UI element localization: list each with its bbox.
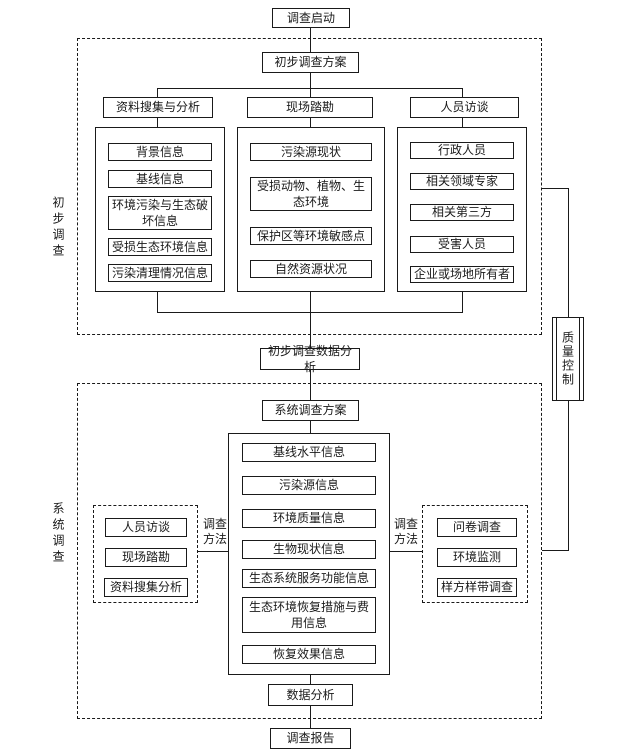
connector [542, 550, 569, 551]
item-restoration-effect-info: 恢复效果信息 [242, 645, 376, 664]
item-biology-status-info: 生物现状信息 [242, 540, 376, 559]
qc-side-line [579, 318, 580, 400]
connector [310, 675, 311, 684]
connector [310, 421, 311, 433]
item-damaged-eco-env-info: 受损生态环境信息 [108, 238, 212, 256]
item-pollution-source-status: 污染源现状 [250, 143, 372, 161]
method-data-collection-analysis: 资料搜集分析 [104, 578, 188, 597]
node-quality-control: 质量控制 [552, 317, 584, 401]
branch-header-interviews: 人员访谈 [410, 97, 519, 118]
connector [542, 188, 568, 189]
connector [310, 292, 311, 348]
right-method-label: 调查方法 [393, 517, 418, 546]
connector [157, 292, 158, 313]
connector [310, 706, 311, 728]
branch-header-data-collection: 资料搜集与分析 [103, 97, 213, 118]
quality-control-label: 质量控制 [560, 331, 575, 387]
left-method-label: 调查方法 [202, 517, 227, 546]
item-third-parties: 相关第三方 [410, 204, 514, 221]
right-methods-group [422, 505, 528, 603]
item-ecosystem-services-info: 生态系统服务功能信息 [242, 569, 376, 588]
item-restoration-measures-cost-info: 生态环境恢复措施与费用信息 [242, 597, 376, 633]
connector [462, 88, 463, 97]
connector [462, 118, 463, 127]
item-pollution-eco-damage-info: 环境污染与生态破坏信息 [108, 196, 212, 230]
method-interviews: 人员访谈 [105, 518, 187, 537]
systematic-phase-boundary [77, 383, 542, 719]
item-baseline-level-info: 基线水平信息 [242, 443, 376, 462]
node-survey-report: 调查报告 [270, 728, 351, 749]
item-pollution-source-info: 污染源信息 [242, 476, 376, 495]
connector [462, 292, 463, 313]
method-quadrat-transect-survey: 样方样带调查 [437, 578, 517, 597]
item-domain-experts: 相关领域专家 [410, 173, 514, 190]
node-preliminary-data-analysis: 初步调查数据分析 [260, 344, 360, 374]
preliminary-phase-boundary [77, 38, 542, 335]
method-env-monitoring: 环境监测 [437, 548, 517, 567]
qc-side-line [556, 318, 557, 400]
connector [310, 28, 311, 52]
item-natural-resource-status: 自然资源状况 [250, 260, 372, 278]
item-site-owners: 企业或场地所有者 [410, 266, 514, 283]
item-damaged-flora-fauna: 受损动物、植物、生态环境 [250, 177, 372, 211]
item-protected-sensitive-points: 保护区等环境敏感点 [250, 227, 372, 245]
branch-header-site-survey: 现场踏勘 [247, 97, 373, 118]
connector [390, 551, 422, 552]
left-methods-group [93, 505, 198, 603]
method-questionnaire: 问卷调查 [437, 518, 517, 537]
systematic-phase-label: 系统调查 [51, 502, 65, 566]
connector [157, 88, 463, 89]
item-victims: 受害人员 [410, 236, 514, 253]
connector [198, 551, 228, 552]
node-data-analysis: 数据分析 [268, 684, 353, 706]
connector [310, 370, 311, 400]
node-survey-start: 调查启动 [272, 8, 350, 28]
connector [310, 118, 311, 127]
item-cleanup-status-info: 污染清理情况信息 [108, 264, 212, 282]
item-env-quality-info: 环境质量信息 [242, 509, 376, 528]
node-preliminary-plan: 初步调查方案 [262, 52, 359, 73]
connector [568, 400, 569, 550]
item-background-info: 背景信息 [108, 143, 212, 161]
connector [157, 88, 158, 97]
method-site-survey: 现场踏勘 [105, 548, 187, 567]
connector [157, 118, 158, 127]
node-systematic-plan: 系统调查方案 [262, 400, 359, 421]
item-baseline-info: 基线信息 [108, 170, 212, 188]
connector [310, 72, 311, 97]
preliminary-phase-label: 初步调查 [51, 196, 65, 260]
connector [568, 188, 569, 317]
item-admin-personnel: 行政人员 [410, 142, 514, 159]
